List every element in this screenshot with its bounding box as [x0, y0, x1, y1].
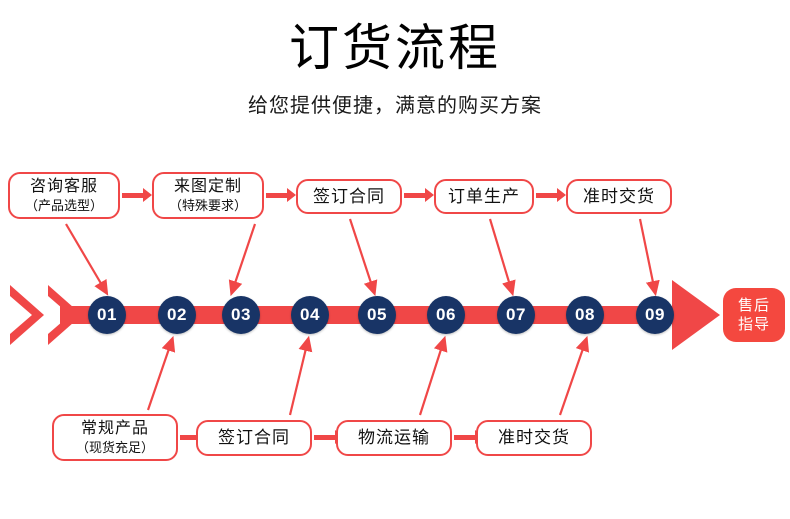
arrow-box2-to-step03 — [228, 223, 257, 297]
arrow-box4-to-step07 — [488, 218, 516, 297]
bottom-step-box-1-subtitle: （现货充足） — [75, 440, 154, 455]
top-step-box-5-title: 准时交货 — [583, 186, 655, 206]
bottom-step-box-3[interactable]: 物流运输 — [336, 420, 452, 456]
top-connector-arrow-4 — [536, 188, 566, 202]
timeline-step-07[interactable]: 07 — [497, 296, 535, 334]
bottom-step-box-1-title: 常规产品 — [80, 420, 149, 437]
top-step-box-1-subtitle: （产品选型） — [24, 198, 103, 213]
timeline-step-01[interactable]: 01 — [88, 296, 126, 334]
arrow-right-icon — [672, 280, 720, 350]
timeline-step-08[interactable]: 08 — [566, 296, 604, 334]
timeline-step-09[interactable]: 09 — [636, 296, 674, 334]
arrow-box9-to-step08 — [558, 335, 590, 416]
top-step-box-2[interactable]: 来图定制 （特殊要求） — [152, 172, 264, 219]
top-step-box-5[interactable]: 准时交货 — [566, 179, 672, 214]
top-step-box-4[interactable]: 订单生产 — [434, 179, 534, 214]
after-sales-label-line2: 指导 — [737, 316, 770, 333]
timeline-step-04[interactable]: 04 — [291, 296, 329, 334]
bottom-step-box-4-title: 准时交货 — [498, 428, 570, 447]
timeline-step-03[interactable]: 03 — [222, 296, 260, 334]
arrow-box3-to-step05 — [348, 218, 378, 297]
top-step-box-2-subtitle: （特殊要求） — [168, 198, 247, 213]
top-connector-arrow-2 — [266, 188, 296, 202]
top-step-box-3-title: 签订合同 — [313, 186, 385, 206]
arrow-box8-to-step06 — [418, 335, 448, 416]
arrow-box6-to-step02 — [146, 335, 176, 411]
top-step-box-1-title: 咨询客服 — [29, 178, 98, 195]
top-step-box-1[interactable]: 咨询客服 （产品选型） — [8, 172, 120, 219]
timeline-step-02[interactable]: 02 — [158, 296, 196, 334]
after-sales-guidance-box[interactable]: 售后 指导 — [723, 288, 785, 342]
arrow-box5-to-step09 — [638, 218, 660, 297]
bottom-step-box-2-title: 签订合同 — [218, 428, 290, 447]
bottom-step-box-3-title: 物流运输 — [358, 428, 430, 447]
page-subtitle: 给您提供便捷，满意的购买方案 — [248, 95, 542, 117]
top-step-box-4-title: 订单生产 — [448, 186, 520, 206]
arrow-box7-to-step04 — [288, 335, 313, 416]
arrow-box1-to-step01 — [65, 223, 109, 296]
double-chevron-notch-1 — [10, 296, 32, 334]
top-connector-arrow-3 — [404, 188, 434, 202]
timeline-step-05[interactable]: 05 — [358, 296, 396, 334]
after-sales-label-line1: 售后 — [737, 297, 770, 314]
bottom-step-box-2[interactable]: 签订合同 — [196, 420, 312, 456]
bottom-step-box-4[interactable]: 准时交货 — [476, 420, 592, 456]
page-title: 订货流程 — [289, 20, 501, 76]
timeline-step-06[interactable]: 06 — [427, 296, 465, 334]
bottom-step-box-1[interactable]: 常规产品 （现货充足） — [52, 414, 178, 461]
top-step-box-2-title: 来图定制 — [173, 178, 242, 195]
top-connector-arrow-1 — [122, 188, 152, 202]
double-chevron-notch-2 — [48, 296, 70, 334]
top-step-box-3[interactable]: 签订合同 — [296, 179, 402, 214]
